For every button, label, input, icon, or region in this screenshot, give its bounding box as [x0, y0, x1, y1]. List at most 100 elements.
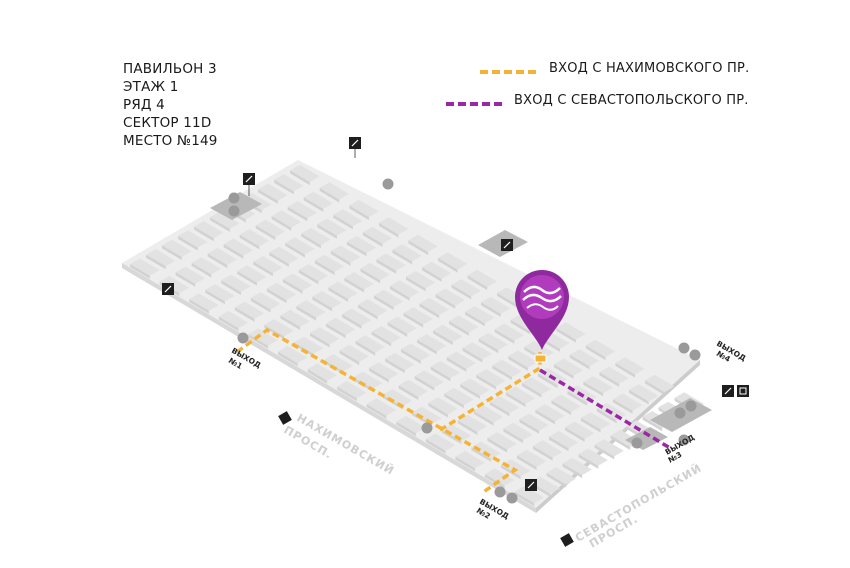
legend-swatch-orange: [480, 70, 536, 74]
booth-block-side: [271, 216, 292, 231]
booth-block-side: [205, 289, 225, 305]
booth-block-side: [553, 364, 574, 379]
booth-block-side: [376, 259, 397, 274]
booth-block: [417, 334, 447, 352]
restroom-icon[interactable]: [689, 349, 701, 361]
booth-block-side: [253, 261, 273, 277]
food-icon[interactable]: [674, 407, 686, 419]
booth-block-side: [298, 269, 319, 285]
booth-block: [585, 339, 616, 358]
booth-block-side: [162, 245, 182, 260]
booth-block: [501, 459, 531, 477]
booth-block: [287, 201, 317, 219]
booth-block-side: [310, 332, 330, 348]
route-sevastopolsky: [539, 368, 671, 450]
row-label: РЯД 4: [123, 97, 165, 113]
booth-block: [556, 322, 586, 340]
booth-block-side: [467, 275, 488, 291]
booth-block: [594, 439, 624, 457]
booth-block-side: [642, 416, 663, 432]
booth-block-side: [360, 268, 381, 284]
booth-block: [514, 485, 544, 504]
booth-block: [146, 249, 176, 267]
booth-block: [159, 275, 189, 294]
booth-block: [207, 247, 237, 266]
booth-block: [271, 210, 301, 228]
booth-block: [362, 226, 393, 244]
atm-icon[interactable]: [737, 385, 749, 397]
pen-icon[interactable]: [243, 173, 255, 196]
booth-block-side: [510, 319, 531, 335]
booth-block-side: [255, 225, 276, 240]
booth-block: [175, 266, 205, 284]
pen-icon[interactable]: [722, 385, 734, 397]
booth-block-side: [546, 472, 567, 488]
booth-block: [296, 300, 326, 318]
booth-block-side: [344, 277, 365, 293]
booth-block-side: [428, 402, 448, 418]
booth-block: [403, 307, 433, 325]
booth-block-side: [396, 421, 416, 437]
booth-block-side: [207, 253, 228, 269]
booth-block-side: [221, 280, 241, 295]
restroom-icon[interactable]: [382, 178, 394, 190]
booth-block: [369, 362, 399, 380]
booth-block-side: [326, 323, 346, 339]
booth-block: [250, 292, 281, 310]
booth-block: [546, 467, 576, 485]
booth-block: [360, 262, 390, 281]
food-icon[interactable]: [421, 422, 433, 434]
booth-block-side: [274, 179, 294, 195]
restroom-icon[interactable]: [678, 434, 690, 446]
booth-block: [326, 317, 356, 336]
booth-block: [337, 380, 367, 399]
booth-block: [282, 273, 313, 291]
booth-block: [562, 457, 592, 476]
booth-block-side: [287, 206, 308, 222]
restroom-icon[interactable]: [228, 192, 240, 204]
booth-block: [569, 349, 600, 367]
booth-block: [353, 371, 383, 389]
booth-block-side: [290, 170, 310, 186]
booth-block: [406, 271, 436, 289]
booth-block-side: [473, 411, 494, 426]
booth-block: [473, 405, 504, 423]
booth-block: [460, 378, 490, 396]
pen-icon[interactable]: [349, 137, 361, 158]
booth-block: [280, 309, 310, 327]
booth-block-side: [476, 374, 496, 390]
booth-block: [428, 397, 458, 415]
booth-block: [294, 336, 324, 354]
restroom-icon[interactable]: [631, 437, 643, 449]
pen-icon[interactable]: [278, 411, 292, 425]
booth-location-info: ПАВИЛЬОН 3 ЭТАЖ 1 РЯД 4 СЕКТОР 11D МЕСТО…: [123, 60, 218, 150]
booth-block-side: [585, 345, 606, 361]
pen-icon[interactable]: [560, 533, 574, 547]
legend-swatch-purple: [446, 102, 502, 106]
restroom-icon[interactable]: [237, 332, 249, 344]
booth-block: [465, 306, 495, 324]
food-icon[interactable]: [685, 400, 697, 412]
restroom-icon[interactable]: [228, 205, 240, 217]
booth-block-side: [599, 372, 620, 387]
booth-block-side: [282, 279, 303, 294]
pen-icon[interactable]: [501, 239, 513, 251]
booth-block-side: [239, 234, 260, 250]
booth-block: [489, 396, 520, 414]
pen-icon[interactable]: [162, 283, 174, 295]
booth-block: [278, 345, 308, 364]
booth-block: [323, 354, 353, 372]
route-legend: ВХОД С НАХИМОВСКОГО ПР. ВХОД С СЕВАСТОПО…: [446, 60, 780, 124]
booth-block: [210, 211, 240, 229]
restroom-icon[interactable]: [678, 342, 690, 354]
restroom-icon[interactable]: [506, 492, 518, 504]
booth-block: [162, 239, 192, 257]
booth-block-side: [578, 454, 599, 469]
booth-block: [565, 421, 595, 439]
pen-icon[interactable]: [525, 479, 537, 491]
legend-item-sevastopolsky: ВХОД С СЕВАСТОПОЛЬСКОГО ПР.: [446, 92, 780, 116]
restroom-icon[interactable]: [494, 486, 506, 498]
booth-block: [408, 234, 438, 253]
booth-block-side: [501, 464, 521, 480]
booth-block: [358, 299, 388, 317]
